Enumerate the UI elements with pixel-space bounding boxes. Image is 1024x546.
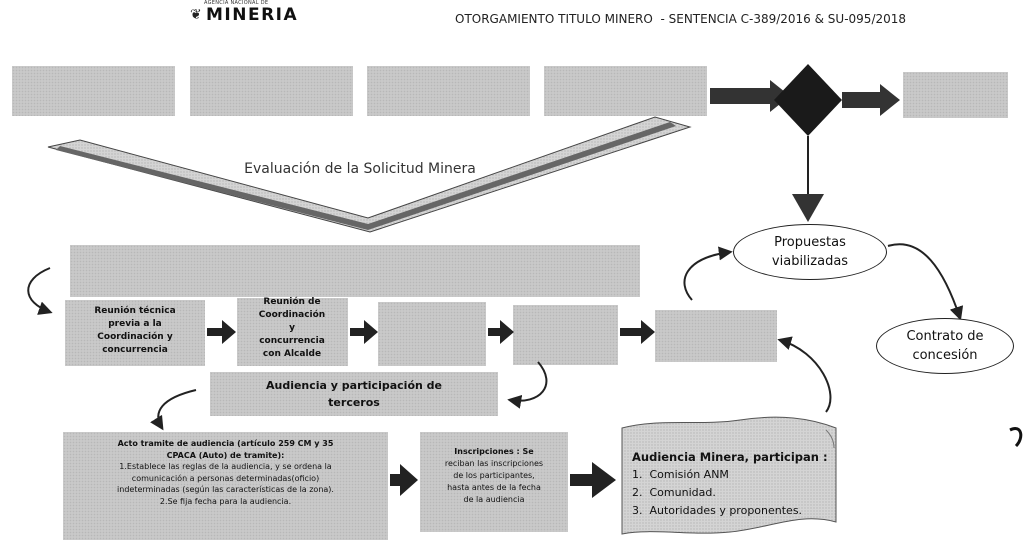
- logo: AGENCIA NACIONAL DE ❦ MINERIA: [190, 0, 310, 30]
- acto-tramite-text: Acto tramite de audiencia (artículo 259 …: [117, 439, 334, 506]
- logo-kicker: AGENCIA NACIONAL DE: [204, 0, 269, 6]
- edge-hook-mark: [1009, 427, 1023, 448]
- step-blank-box-1: [378, 302, 486, 366]
- arrow-bottom-1: [390, 464, 418, 496]
- inscripciones-box: [420, 432, 568, 532]
- curve-arrow-to-contrato: [887, 243, 964, 321]
- arrow-step-3: [488, 320, 514, 344]
- top-step-box-2: [190, 66, 353, 116]
- page-title: OTORGAMIENTO TITULO MINERO - SENTENCIA C…: [455, 12, 907, 26]
- propuestas-viabilizadas-oval: Propuestas viabilizadas: [733, 224, 887, 280]
- arrow-to-diamond: [710, 80, 790, 112]
- top-step-box-3: [367, 66, 530, 116]
- acto-tramite-box: [63, 432, 388, 540]
- top-step-box-4: [544, 66, 707, 116]
- curve-arrow-to-acto: [150, 389, 197, 431]
- arrow-step-2: [350, 320, 378, 344]
- curve-arrow-to-audiencia: [507, 361, 548, 409]
- evaluation-chevron: [47, 116, 692, 233]
- decision-diamond: [774, 64, 842, 136]
- arrow-to-result-box: [842, 84, 900, 116]
- inscripciones-text: Inscripciones : Se reciban las inscripci…: [444, 447, 544, 504]
- list-item: 1. Comisión ANM: [632, 468, 729, 481]
- logo-text: MINERIA: [206, 5, 299, 25]
- step-blank-box-3: [655, 310, 777, 362]
- step-blank-box-2: [513, 305, 618, 365]
- curve-arrow-into-reunion: [27, 267, 53, 315]
- reunion-coordinacion-text: Reunión de Coordinación y concurrencia c…: [258, 297, 326, 359]
- audiencia-terceros-box: [210, 372, 498, 416]
- arrow-bottom-2: [570, 462, 616, 498]
- list-item: 3. Autoridades y proponentes.: [632, 504, 803, 517]
- top-step-box-1: [12, 66, 175, 116]
- reunion-coordinacion-box: [237, 298, 348, 366]
- list-item: 2. Comunidad.: [632, 486, 716, 499]
- top-result-box: [903, 72, 1008, 118]
- reunion-tecnica-box: [65, 300, 205, 366]
- evaluation-detail-box: [70, 245, 640, 297]
- logo-emblem-icon: ❦: [190, 7, 202, 23]
- curve-arrow-to-propuestas: [683, 246, 733, 301]
- audiencia-minera-text: Audiencia Minera, participan : 1. Comisi…: [632, 448, 832, 520]
- arrow-step-1: [207, 320, 236, 344]
- arrow-diamond-down: [792, 194, 824, 222]
- reunion-tecnica-text: Reunión técnica previa a la Coordinación…: [94, 306, 176, 355]
- audiencia-terceros-text: Audiencia y participación de terceros: [265, 379, 442, 409]
- contrato-concesion-oval: Contrato de concesión: [876, 318, 1014, 374]
- curve-arrow-scroll-up: [777, 336, 832, 413]
- evaluation-label: Evaluación de la Solicitud Minera: [244, 161, 476, 177]
- audiencia-minera-scroll: [621, 416, 837, 535]
- arrow-step-4: [620, 320, 655, 344]
